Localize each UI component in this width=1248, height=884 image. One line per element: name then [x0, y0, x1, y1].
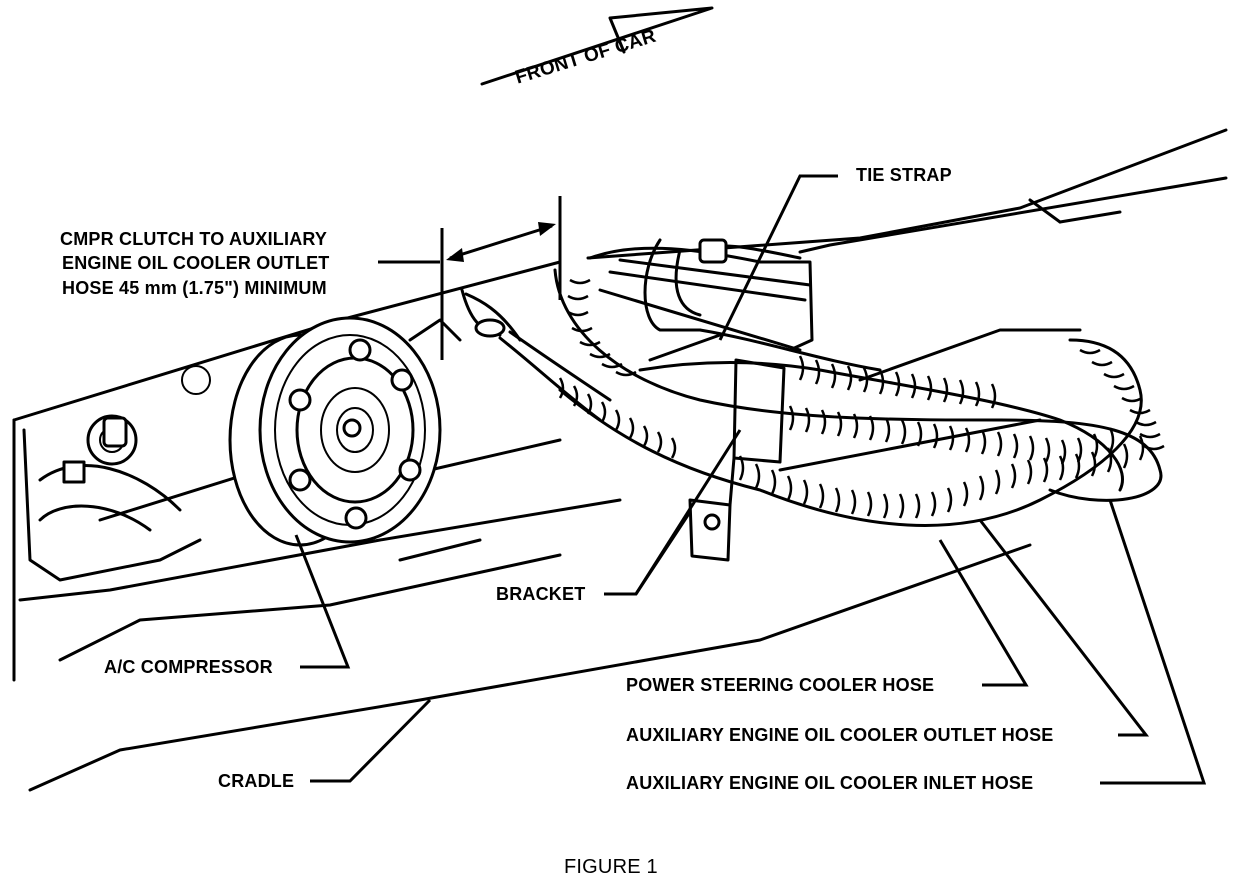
- bracket-label: BRACKET: [496, 584, 586, 604]
- leader-lines: [294, 174, 1207, 785]
- cradle-frame: [12, 128, 1228, 792]
- clearance-dimension: [378, 196, 562, 360]
- ac-compressor: [228, 316, 462, 547]
- clearance-label-line1: CMPR CLUTCH TO AUXILIARY: [60, 229, 328, 249]
- hose-bundle: [460, 268, 1165, 527]
- engine-block: [22, 365, 211, 582]
- tie-strap-label: TIE STRAP: [856, 165, 952, 185]
- aux-inlet-hose-label: AUXILIARY ENGINE OIL COOLER INLET HOSE: [626, 773, 1034, 793]
- power-steering-hose-label: POWER STEERING COOLER HOSE: [626, 675, 935, 695]
- cradle-label: CRADLE: [218, 771, 295, 791]
- clearance-label-line3: HOSE 45 mm (1.75") MINIMUM: [62, 278, 327, 298]
- clearance-label-line2: ENGINE OIL COOLER OUTLET: [62, 253, 330, 273]
- front-of-car-arrow: [480, 6, 714, 86]
- tie-strap-assembly: [588, 238, 814, 362]
- ac-compressor-label: A/C COMPRESSOR: [104, 657, 273, 677]
- hose-ribs: [558, 278, 1165, 519]
- figure-caption: FIGURE 1: [564, 856, 658, 878]
- aux-outlet-hose-label: AUXILIARY ENGINE OIL COOLER OUTLET HOSE: [626, 725, 1054, 745]
- bracket: [688, 358, 786, 562]
